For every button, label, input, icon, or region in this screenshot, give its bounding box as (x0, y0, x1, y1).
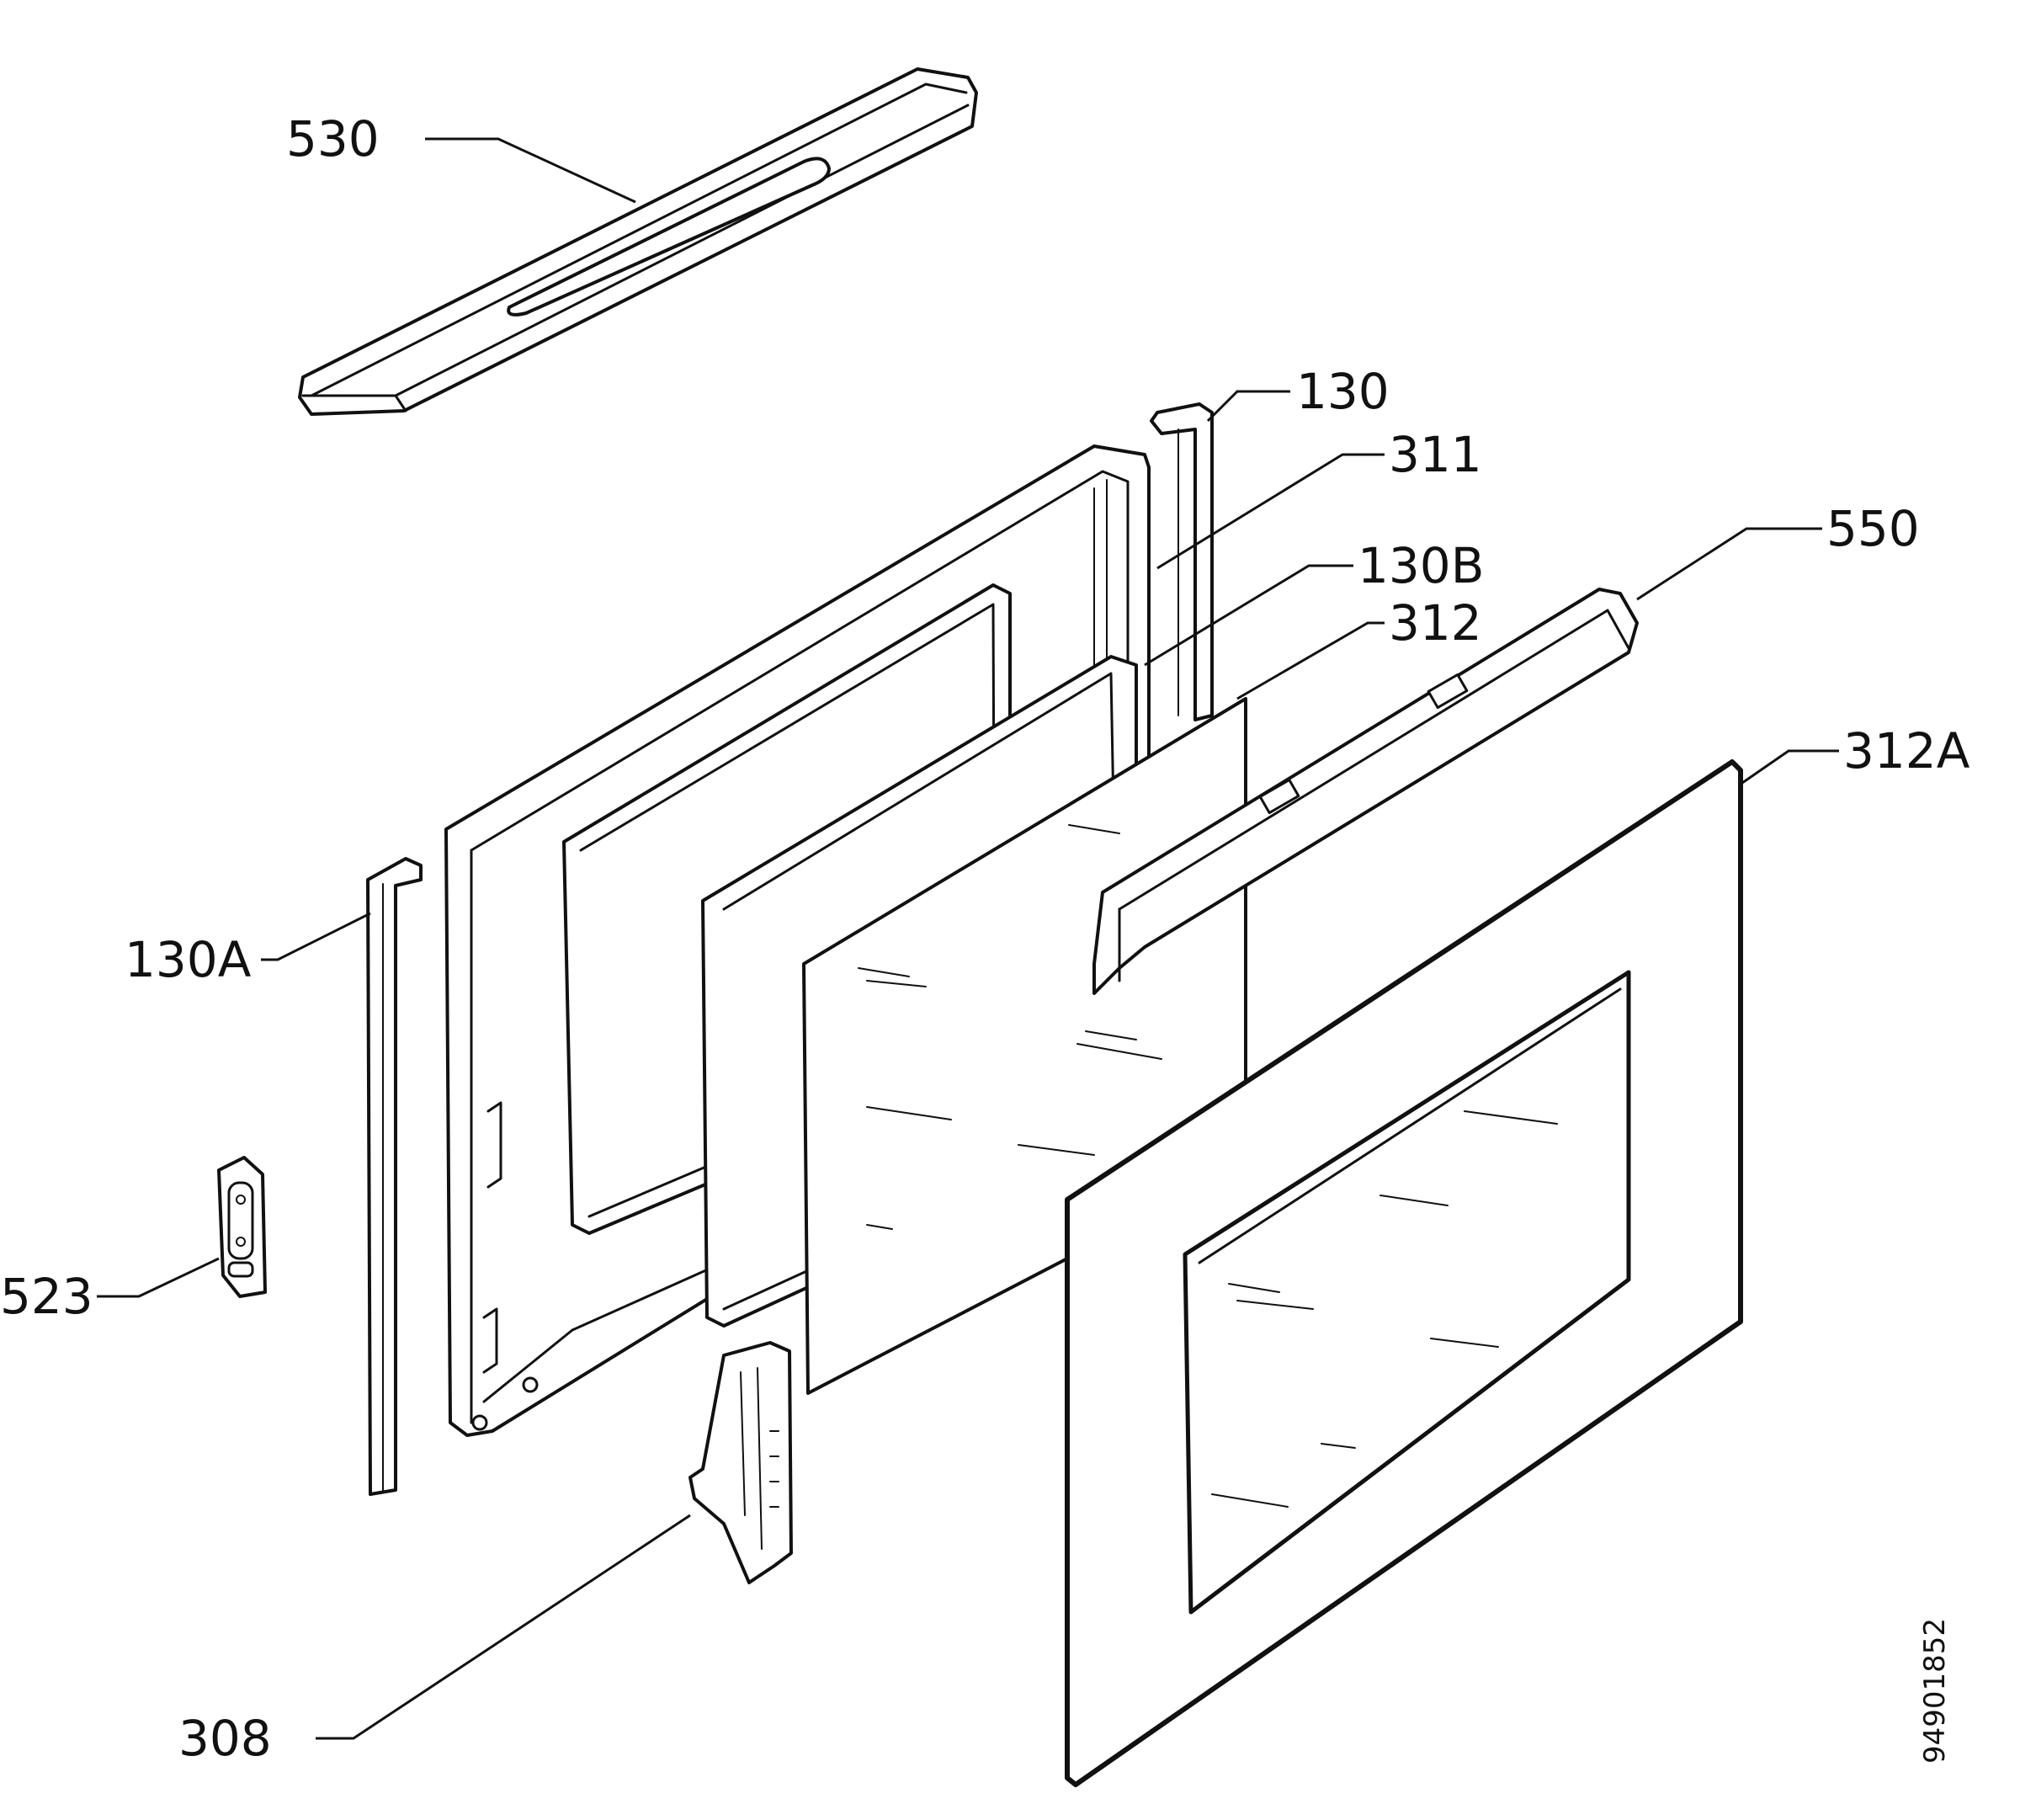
leader-530 (425, 137, 636, 204)
leader-308 (316, 1514, 691, 1740)
callout-312a: 312A (1843, 722, 1970, 780)
leader-311 (1156, 453, 1385, 570)
callout-530: 530 (286, 110, 380, 168)
leader-550 (1636, 527, 1822, 601)
leader-130 (1206, 390, 1290, 423)
callout-130b: 130B (1358, 537, 1485, 594)
callout-130: 130 (1296, 363, 1390, 420)
leader-130b (1144, 564, 1353, 667)
callout-312: 312 (1389, 594, 1482, 652)
part-550-top-profile (1092, 588, 1639, 995)
callout-523: 523 (0, 1268, 93, 1325)
part-312a-outer-glass (1065, 759, 1743, 1787)
leader-312 (1236, 621, 1385, 700)
callout-311: 311 (1389, 426, 1482, 483)
leader-130a (261, 912, 371, 961)
leader-523 (97, 1257, 220, 1298)
callout-550: 550 (1826, 500, 1920, 557)
leader-lines (97, 137, 1839, 1740)
part-130-side-strip (1150, 402, 1214, 721)
part-130a-side-strip (366, 857, 423, 1496)
leader-312a (1741, 749, 1839, 785)
callout-labels: 530 130 311 550 130B 312 312A 130A 523 3… (0, 110, 1970, 1767)
document-number: 94901852 (1918, 1618, 1952, 1764)
part-530-top-trim (298, 67, 978, 416)
callout-308: 308 (178, 1710, 272, 1767)
part-523-latch-plate (217, 1156, 267, 1298)
part-308-hinge (688, 1341, 793, 1584)
callout-130a: 130A (125, 931, 252, 988)
